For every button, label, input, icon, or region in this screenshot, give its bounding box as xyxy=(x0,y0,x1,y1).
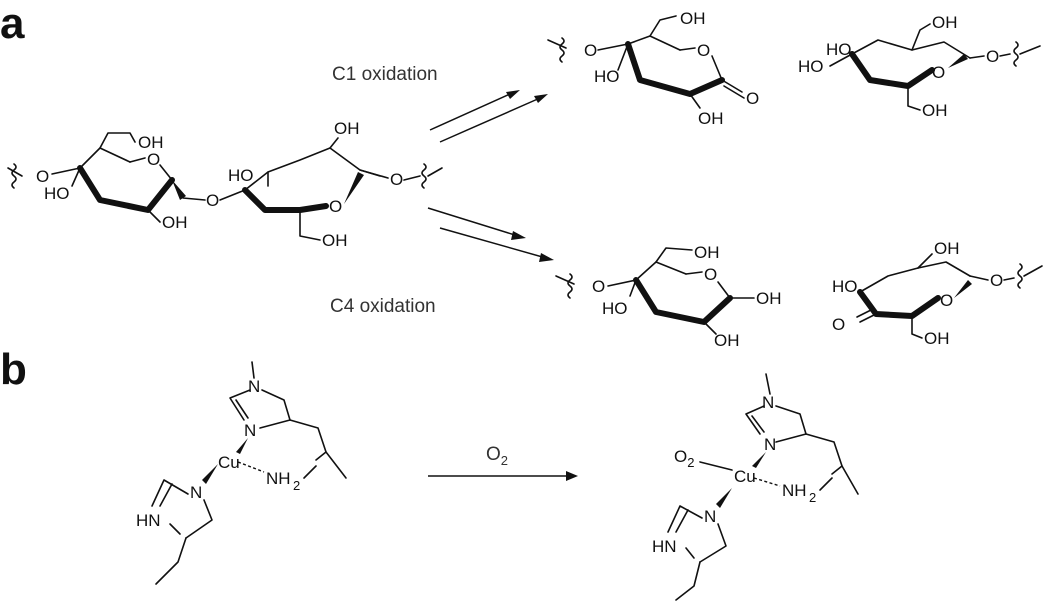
c4-glucose-oh-top: OH xyxy=(694,243,720,262)
cellobiose-right-oh-top: OH xyxy=(334,119,360,138)
cellobiose: O O OH HO OH O HO xyxy=(7,119,443,250)
product-amine: NH xyxy=(782,481,807,500)
o2-reagent-label: O2 xyxy=(486,444,508,468)
c4-oxidation-arrows: C4 oxidation xyxy=(330,207,554,317)
c4-ketone: HO OH O O OH O xyxy=(832,239,1043,348)
c1-lactone-ring-o: O xyxy=(697,41,710,60)
c4-ketone-oh-bottom: OH xyxy=(924,329,950,348)
wavy-bond-icon xyxy=(567,273,573,299)
product-complex: N N Cu O2 NH 2 N HN xyxy=(652,373,859,601)
cellobiose-left-o: O xyxy=(36,167,49,186)
c4-glucose-ring-o: O xyxy=(704,265,717,284)
c1-lactone-oh-top: OH xyxy=(680,9,706,28)
panel-b-label: b xyxy=(0,345,27,394)
cellobiose-left-oh-bottom: OH xyxy=(162,213,188,232)
c1-glucose-o-right: O xyxy=(986,47,999,66)
c1-glucose-oh-bottom: OH xyxy=(922,101,948,120)
panel-b: b N N Cu NH 2 N HN xyxy=(0,345,859,601)
c4-ketone-oh-top: OH xyxy=(934,239,960,258)
c4-glucose-oh-bottom: OH xyxy=(714,331,740,350)
product-n-his: N xyxy=(704,507,716,526)
c4-ketone-o-right: O xyxy=(990,271,1003,290)
panel-a: a O O OH HO OH O xyxy=(0,0,1043,350)
product-amine-sub: 2 xyxy=(809,490,816,505)
c1-glucose-oh-top: OH xyxy=(932,13,958,32)
product-n-coord: N xyxy=(764,435,776,454)
wavy-bond-icon xyxy=(1017,263,1023,289)
reactant-n-methyl: N xyxy=(248,377,260,396)
c1-product: O OH O O HO OH HO OH O xyxy=(547,9,1041,128)
cellobiose-right-ring: HO OH O OH O xyxy=(228,119,443,250)
c4-glucose: O OH O HO OH OH xyxy=(555,243,782,350)
wavy-bond-icon xyxy=(421,163,427,189)
cellobiose-left-ring: O O OH HO OH O xyxy=(7,132,246,232)
reactant-metal: Cu xyxy=(218,453,240,472)
cellobiose-left-ho: HO xyxy=(44,184,70,203)
c4-product: O OH O HO OH OH HO OH xyxy=(555,239,1043,350)
c1-lactone-o-left: O xyxy=(584,41,597,60)
c1-glucose-ho-lower: HO xyxy=(798,57,824,76)
c1-lactone-oh-bottom: OH xyxy=(698,109,724,128)
wavy-bond-icon xyxy=(559,37,565,63)
c4-ketone-ho: HO xyxy=(832,277,858,296)
wavy-bond-icon xyxy=(1013,41,1019,67)
c1-glucose: HO OH O HO OH O xyxy=(798,13,1041,120)
c1-lactone: O OH O O HO OH xyxy=(547,9,759,128)
c1-glucose-ring-o: O xyxy=(932,63,945,82)
c4-glucose-oh-right: OH xyxy=(756,289,782,308)
c1-oxidation-arrows: C1 oxidation xyxy=(332,64,548,143)
c4-oxidation-label: C4 oxidation xyxy=(330,296,436,317)
c1-lactone-ho: HO xyxy=(594,67,620,86)
o2-reaction-arrow: O2 xyxy=(428,444,578,481)
cellobiose-right-oh-bottom: OH xyxy=(322,231,348,250)
panel-a-label: a xyxy=(0,0,25,48)
product-o2: O2 xyxy=(674,447,694,470)
product-n-methyl: N xyxy=(762,393,774,412)
reactant-complex: N N Cu NH 2 N HN xyxy=(136,361,347,585)
reactant-n-his: N xyxy=(190,483,202,502)
c4-ketone-carbonyl-o: O xyxy=(832,315,845,334)
c4-glucose-ho: HO xyxy=(602,299,628,318)
cellobiose-right-ring-o: O xyxy=(329,197,342,216)
c4-glucose-o-left: O xyxy=(592,277,605,296)
reactant-hn-his: HN xyxy=(136,511,161,530)
c1-oxidation-label: C1 oxidation xyxy=(332,64,438,85)
wavy-bond-icon xyxy=(11,163,17,189)
c1-glucose-ho-upper: HO xyxy=(826,40,852,59)
cellobiose-right-o: O xyxy=(390,170,403,189)
reactant-amine: NH xyxy=(266,469,291,488)
cellobiose-left-oh-top: OH xyxy=(138,133,164,152)
product-metal: Cu xyxy=(734,467,756,486)
cellobiose-glycosidic-o: O xyxy=(206,191,219,210)
reactant-amine-sub: 2 xyxy=(293,478,300,493)
cellobiose-left-ring-o: O xyxy=(147,150,160,169)
product-hn-his: HN xyxy=(652,537,677,556)
c4-ketone-ring-o: O xyxy=(940,291,953,310)
cellobiose-right-ho: HO xyxy=(228,166,254,185)
c1-lactone-carbonyl-o: O xyxy=(746,89,759,108)
reactant-n-coord: N xyxy=(244,421,256,440)
